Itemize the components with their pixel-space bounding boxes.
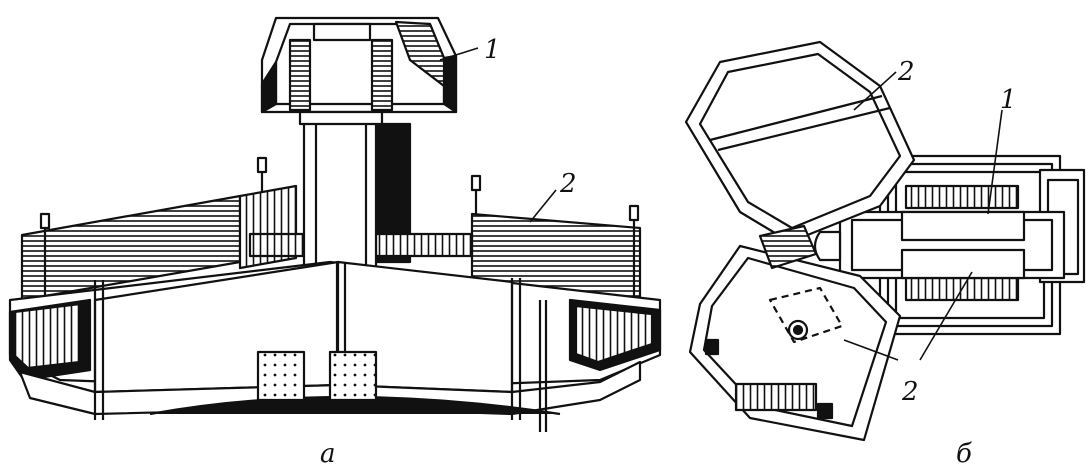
upper-left-bin	[684, 40, 916, 244]
figure-caption: а	[320, 439, 336, 468]
lower-left-bin	[688, 244, 902, 442]
leader-line	[987, 109, 1003, 215]
callout-label: 1	[1000, 85, 1017, 115]
figure-caption: б	[956, 439, 972, 468]
leader-line	[529, 189, 557, 223]
leader-line	[919, 271, 973, 361]
right-block	[813, 154, 1086, 336]
leader-line	[853, 71, 897, 111]
callouts-b	[843, 71, 1003, 361]
leader-line	[843, 339, 899, 361]
left-back-wall	[20, 156, 268, 302]
callout-label: 2	[897, 57, 915, 87]
figure-b	[684, 40, 1086, 442]
top-hopper	[260, 16, 458, 126]
connector	[758, 224, 818, 270]
main-frame	[8, 260, 662, 432]
outlet-center	[792, 324, 804, 336]
callout-label: 2	[559, 169, 577, 199]
callout-label: 2	[901, 377, 919, 407]
dashed-square	[768, 286, 844, 344]
callout-label: 1	[484, 35, 501, 65]
figure-a	[8, 16, 662, 432]
leader-line	[439, 47, 479, 61]
gusset-plate-right	[328, 350, 378, 402]
gusset-plate-left	[256, 350, 306, 402]
back-rail-left	[248, 232, 307, 258]
callouts-a	[439, 47, 557, 223]
back-rail-right	[374, 232, 474, 258]
